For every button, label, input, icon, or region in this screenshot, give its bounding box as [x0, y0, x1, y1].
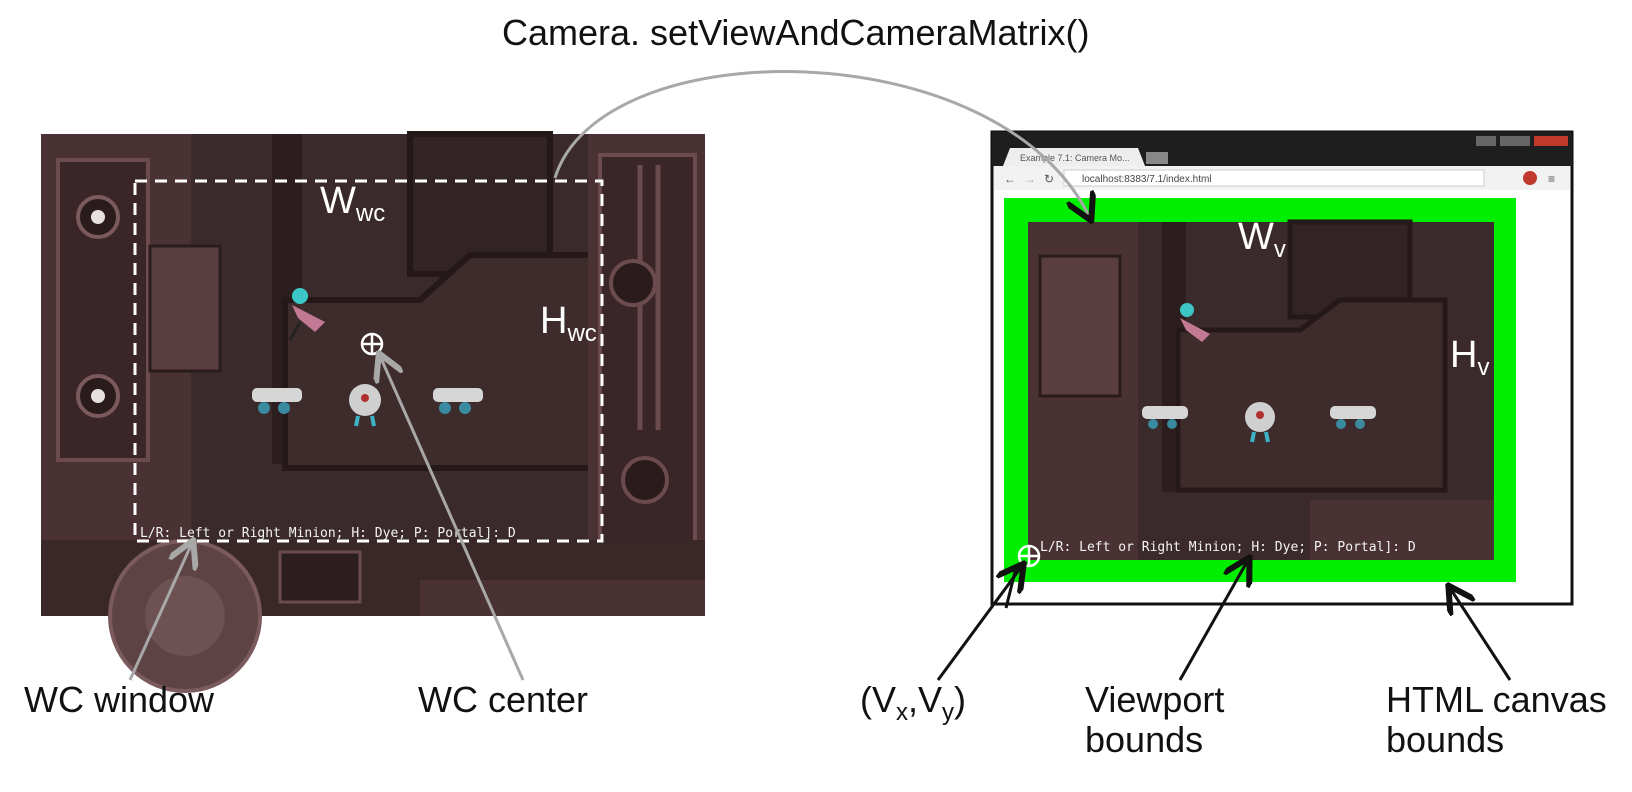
vxvy-label: (Vx,Vy) [860, 679, 967, 727]
address-bar-url: localhost:8383/7.1/index.html [1082, 174, 1212, 185]
wc-window-label: WC window [24, 679, 215, 720]
minion-right-sprite [1330, 406, 1376, 429]
title: Camera. setViewAndCameraMatrix() [502, 12, 1090, 53]
right-status-text: L/R: Left or Right Minion; H: Dye; P: Po… [1040, 540, 1416, 555]
left-status-text: L/R: Left or Right Minion; H: Dye; P: Po… [140, 526, 516, 541]
viewport-bounds-arrow [1178, 560, 1248, 681]
portal-sprite [1245, 402, 1275, 443]
wc-center-icon [360, 332, 384, 356]
viewport-width-label: Wv [1238, 216, 1286, 263]
forward-icon[interactable]: → [1024, 172, 1036, 186]
wc-height-label: Hwc [540, 300, 597, 347]
viewport-scene: L/R: Left or Right Minion; H: Dye; P: Po… [1004, 198, 1516, 582]
wc-window-arrow [128, 543, 192, 681]
maximize-icon[interactable] [1500, 136, 1530, 146]
hero-sprite [1180, 303, 1210, 342]
minimize-icon[interactable] [1476, 136, 1496, 146]
vxvy-arrow [936, 566, 1022, 681]
wc-scene: L/R: Left or Right Minion; H: Dye; P: Po… [41, 131, 705, 693]
menu-icon[interactable]: ≡ [1548, 172, 1555, 186]
wc-center-arrow [380, 356, 525, 681]
viewport-origin-icon [1017, 544, 1041, 568]
minion-left-sprite [252, 388, 302, 414]
minion-left-sprite [1142, 406, 1188, 429]
wc-width-label: Wwc [320, 180, 386, 227]
wc-window-rect [133, 179, 604, 543]
adblock-icon[interactable] [1523, 171, 1537, 185]
transform-arc-arrow [553, 70, 1090, 218]
portal-sprite [349, 384, 381, 427]
minion-right-sprite [433, 388, 483, 414]
vxvy-arrow-2 [1004, 567, 1018, 609]
reload-icon[interactable]: ↻ [1044, 172, 1054, 186]
back-icon[interactable]: ← [1004, 172, 1016, 186]
canvas-bounds-arrow [1450, 588, 1512, 681]
hero-sprite [288, 288, 325, 341]
browser-tab-label: Example 7.1: Camera Mo... [1020, 153, 1130, 163]
viewport-height-label: Hv [1450, 334, 1490, 381]
wc-center-label: WC center [418, 679, 589, 720]
close-icon[interactable] [1534, 136, 1568, 146]
